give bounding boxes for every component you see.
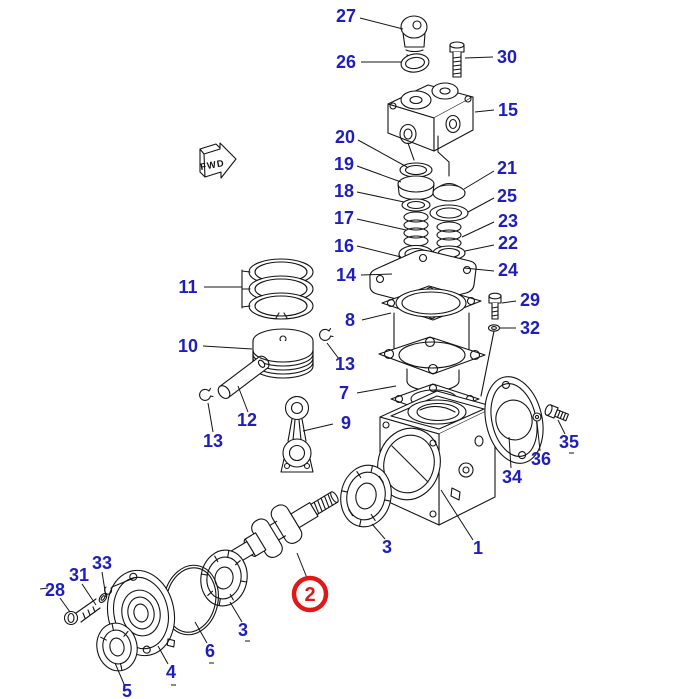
part-30-drawing — [449, 41, 465, 78]
part-13-right-drawing — [319, 327, 334, 341]
part-label-28[interactable]: 28 — [45, 580, 65, 600]
part-label-34[interactable]: 34 — [502, 467, 522, 487]
part-label-29[interactable]: 29 — [520, 290, 540, 310]
part-label-22[interactable]: 22 — [498, 233, 518, 253]
highlighted-part-2-callout[interactable]: 2 — [291, 575, 329, 613]
part-label-14[interactable]: 14 — [336, 265, 356, 285]
part-label-6[interactable]: 6 — [205, 641, 215, 661]
part-label-18[interactable]: 18 — [334, 181, 354, 201]
part-label-7[interactable]: 7 — [339, 383, 349, 403]
part-label-12[interactable]: 12 — [237, 410, 257, 430]
part-23-drawing — [436, 221, 462, 249]
part-label-31[interactable]: 31 — [69, 565, 89, 585]
part-17-drawing — [403, 211, 429, 247]
part-29-drawing — [488, 292, 502, 320]
part-8-drawing — [378, 285, 486, 392]
part-label-20[interactable]: 20 — [335, 127, 355, 147]
part-34-drawing — [484, 376, 544, 464]
part-label-27[interactable]: 27 — [336, 6, 356, 26]
part-3-left-drawing — [200, 549, 248, 607]
part-35-drawing — [544, 404, 569, 422]
part-label-1[interactable]: 1 — [473, 538, 483, 558]
part-label-25[interactable]: 25 — [497, 186, 517, 206]
part-label-21[interactable]: 21 — [497, 158, 517, 178]
part-label-30[interactable]: 30 — [497, 47, 517, 67]
part-36-drawing — [532, 412, 542, 422]
part-26-drawing — [400, 53, 430, 73]
part-27-drawing — [400, 15, 428, 65]
fwd-arrow: FWD — [199, 142, 237, 179]
part-label-13-left[interactable]: 13 — [203, 431, 223, 451]
part-5-drawing — [96, 622, 138, 672]
part-label-33[interactable]: 33 — [92, 553, 112, 573]
callout-labels: 27 26 30 15 20 19 18 17 16 21 25 23 22 2… — [45, 6, 579, 699]
part-label-11[interactable]: 11 — [178, 277, 197, 297]
part-label-35[interactable]: 35 — [559, 432, 579, 452]
part-21-drawing — [432, 182, 466, 202]
part-3-right-drawing — [340, 464, 392, 528]
part-label-9[interactable]: 9 — [341, 413, 351, 433]
part-label-16[interactable]: 16 — [334, 236, 354, 256]
part-label-15[interactable]: 15 — [498, 100, 518, 120]
part-25-drawing — [429, 204, 469, 222]
part-label-19[interactable]: 19 — [334, 154, 354, 174]
part-9-drawing — [280, 395, 314, 473]
part-13-left-drawing — [199, 387, 214, 401]
part-label-3-right[interactable]: 3 — [382, 537, 392, 557]
highlight-circle — [291, 575, 329, 613]
part-10-drawing — [252, 328, 314, 379]
part-label-32[interactable]: 32 — [520, 318, 540, 338]
part-12-drawing — [217, 355, 270, 399]
fwd-label: FWD — [199, 158, 225, 173]
diagram-line-art: FWD — [63, 15, 569, 672]
part-label-10[interactable]: 10 — [178, 336, 198, 356]
part-label-4[interactable]: 4 — [166, 662, 176, 682]
part-11-drawing — [241, 258, 314, 320]
part-1-drawing — [377, 390, 496, 526]
part-label-5[interactable]: 5 — [122, 681, 132, 699]
part-label-23[interactable]: 23 — [498, 211, 518, 231]
part-label-3-left[interactable]: 3 — [238, 620, 248, 640]
part-label-8[interactable]: 8 — [345, 310, 355, 330]
part-18-drawing — [401, 198, 431, 212]
leader-lines — [39, 17, 574, 686]
part-19-drawing — [397, 175, 435, 201]
part-label-13-right[interactable]: 13 — [335, 354, 355, 374]
part-28-drawing — [63, 598, 101, 626]
part-label-24[interactable]: 24 — [498, 260, 518, 280]
part-label-17[interactable]: 17 — [334, 208, 354, 228]
part-20-drawing — [399, 162, 433, 178]
part-32-drawing — [480, 324, 501, 397]
part-15-drawing — [387, 82, 474, 177]
part-label-36[interactable]: 36 — [531, 449, 551, 469]
part-label-2-highlighted[interactable]: 2 — [304, 584, 315, 606]
part-label-26[interactable]: 26 — [336, 52, 356, 72]
